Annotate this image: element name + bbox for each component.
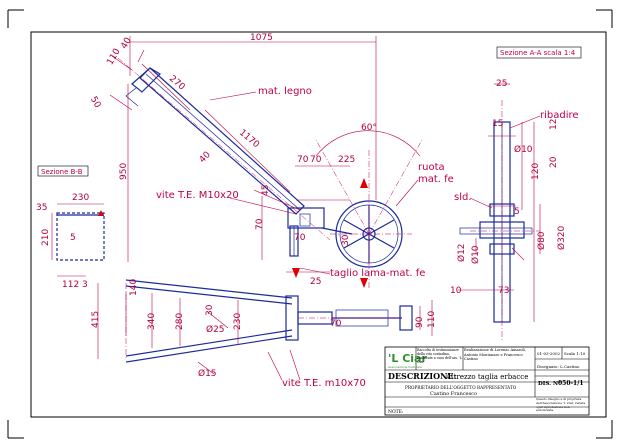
title-date: 01-03-2002	[537, 351, 561, 356]
dim-415: 415	[91, 311, 101, 328]
dim-25-diameter: Ø25	[206, 324, 225, 335]
dim-320-diameter: Ø320	[556, 225, 567, 250]
copyright-box: Questo disegno è di proprietà dell'Assoc…	[536, 398, 586, 413]
logo-subtitle: Associazione Culturale	[388, 365, 422, 369]
section-aa	[459, 100, 540, 340]
leader-ruota	[395, 179, 419, 207]
dim-3: 3	[82, 280, 88, 290]
section-bb-title: Sezione B-B	[41, 168, 83, 176]
label-ribadire: ribadire	[540, 110, 579, 121]
dim-340: 340	[147, 313, 157, 330]
dim-5b: 5	[514, 207, 520, 217]
dim-70d: 70	[330, 319, 342, 329]
title-copyright: Questo disegno è di proprietà dell'Assoc…	[536, 398, 586, 413]
dim-50: 50	[88, 95, 103, 110]
dim-1170: 1170	[237, 128, 261, 151]
dim-15: 15	[492, 119, 503, 129]
dim-210: 210	[41, 229, 51, 246]
dim-5a: 5	[70, 233, 76, 243]
section-bb	[56, 210, 105, 261]
dim-70c: 70	[255, 218, 265, 230]
dim-70b: 70	[310, 155, 322, 165]
frame-top-view	[125, 279, 413, 363]
logo-text: 'L Ciar	[388, 352, 427, 365]
section-arrows	[292, 178, 368, 288]
leader-vite-m10x70	[267, 351, 283, 381]
corner-marks	[7, 9, 613, 439]
title-dis-value: 050-1/1	[558, 380, 584, 387]
dim-25a: 25	[310, 277, 321, 287]
dim-80-diameter: Ø80	[536, 231, 547, 250]
leader-sld	[469, 197, 493, 209]
dim-45: 45	[261, 185, 271, 196]
dim-15-diameter: Ø15	[198, 368, 217, 379]
dim-950: 950	[119, 163, 129, 180]
dim-10-diameter-b: Ø10	[470, 245, 481, 264]
dim-10-diameter: Ø10	[514, 144, 533, 155]
label-taglio-lama: taglio lama-mat. fe	[330, 268, 425, 279]
title-scale: Scala 1:10	[564, 351, 586, 356]
dim-70a: 70	[297, 155, 309, 165]
dimension-lines	[51, 36, 541, 381]
title-description-label: DESCRIZIONE:	[388, 371, 457, 381]
dim-112: 112	[62, 280, 79, 290]
label-mat-fe: mat. fe	[418, 174, 454, 185]
desc-text-box: Raccolta di testimonianze della vita con…	[417, 348, 463, 364]
dim-60deg: 60°	[361, 123, 377, 133]
dim-110: 110	[105, 47, 122, 67]
authors-box: Realizzazione di Lorenzo Amaroli, Antoni…	[464, 348, 526, 361]
sheet-frame	[30, 31, 607, 418]
dim-25b: 25	[496, 79, 507, 89]
title-note-label: NOTE:	[388, 409, 404, 415]
handle	[117, 57, 331, 241]
dim-30b: 30	[205, 304, 215, 316]
dim-70e: 70	[294, 233, 306, 243]
dim-120: 120	[531, 163, 541, 180]
section-aa-box	[496, 46, 582, 59]
leader-mat-legno	[209, 91, 257, 101]
title-drawn-by: Disegnato: L.Castino	[537, 364, 580, 369]
title-block	[384, 346, 590, 416]
title-authors: Realizzazione di Lorenzo Amaroli, Antoni…	[464, 348, 526, 361]
dim-20: 20	[549, 156, 559, 168]
dim-110b: 110	[427, 311, 437, 328]
dim-230a: 230	[72, 193, 89, 203]
dim-1075: 1075	[250, 33, 273, 43]
dim-140: 140	[129, 279, 139, 296]
title-description-value: Attrezzo taglia erbacce	[445, 373, 528, 381]
dim-40: 40	[119, 36, 134, 51]
dim-225: 225	[338, 155, 355, 165]
leader-taglio-lama	[299, 267, 331, 275]
dim-40b: 40	[198, 150, 213, 165]
label-mat-legno: mat. legno	[258, 86, 312, 97]
dim-30a: 30	[341, 234, 351, 246]
section-aa-title: Sezione A-A scala 1:4	[500, 49, 576, 57]
dim-73: 73	[498, 286, 509, 296]
label-vite-m10x20: vite T.E. M10x20	[156, 190, 239, 201]
dim-35: 35	[36, 203, 47, 213]
dim-12-diameter: Ø12	[456, 243, 467, 262]
title-dis-label: DIS. N°	[538, 381, 561, 387]
leader-ribadire	[509, 115, 541, 129]
label-vite-m10x70: vite T.E. m10x70	[282, 378, 366, 389]
wheel-side-view	[315, 130, 423, 290]
title-owner: PROPRIETARIO DELL'OGGETTO RAPPRESENTATO	[405, 385, 517, 390]
title-owner-name: Castino Francesco	[430, 391, 477, 397]
dim-12: 12	[549, 119, 559, 130]
title-desc-text: Raccolta di testimonianze della vita con…	[417, 348, 463, 364]
label-ruota: ruota	[418, 162, 445, 173]
dim-280: 280	[175, 313, 185, 330]
dim-230b: 230	[233, 313, 243, 330]
section-bb-box	[37, 165, 89, 177]
dim-10: 10	[450, 286, 462, 296]
dim-90: 90	[415, 316, 425, 328]
dim-270: 270	[167, 74, 187, 93]
joint-bracket	[287, 207, 353, 257]
label-sld: sld.	[454, 192, 472, 203]
leader-vite-m10x20	[229, 197, 297, 215]
